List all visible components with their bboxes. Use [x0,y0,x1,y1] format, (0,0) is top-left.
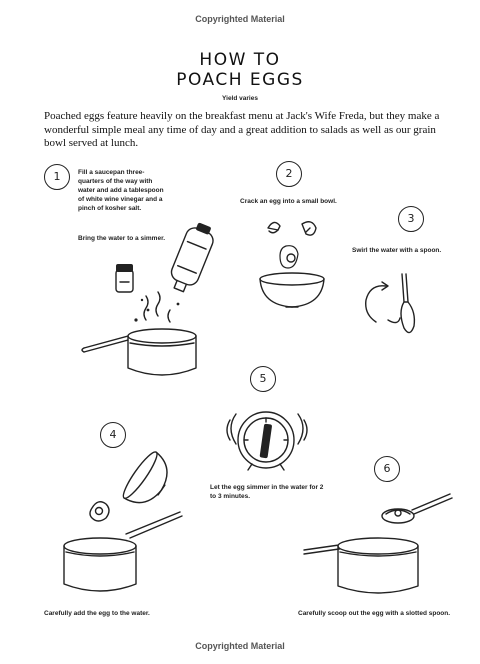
copyright-bottom: Copyrighted Material [195,641,285,651]
egg-icon [89,501,110,522]
poached-egg-icon [385,509,411,517]
step-4-text: Carefully add the egg to the water. [44,610,150,617]
saucepan-icon [63,511,183,592]
step-5-number: 5 [250,366,276,392]
step-4-number: 4 [100,422,126,448]
saucepan-icon [303,537,419,594]
cracked-egg-icon [267,221,317,269]
slotted-spoon-icon [381,493,453,524]
swirl-arrow-icon [365,281,401,324]
steam-icon [134,291,180,323]
step-6-text: Carefully scoop out the egg with a slott… [298,610,451,617]
small-bowl-icon [259,272,325,308]
step-1-text-2: Bring the water to a simmer. [78,235,166,242]
step-5-text: Let the egg simmer in the water for 2 to… [210,484,324,500]
step-1-text: Fill a saucepan three-quarters of the wa… [78,169,164,212]
salt-shaker-icon [115,264,134,293]
small-bowl-icon [122,451,168,504]
recipe-title-line2: POACH EGGS [176,70,304,90]
recipe-title-line1: HOW TO [199,50,281,70]
step-6-number: 6 [374,456,400,482]
step-2-number: 2 [276,161,302,187]
step-3-text: Swirl the water with a spoon. [352,247,442,254]
copyright-top: Copyrighted Material [195,14,285,24]
saucepan-icon [81,328,197,376]
vinegar-bottle-icon [170,222,214,293]
step-3-number: 3 [398,206,424,232]
step-1-number: 1 [44,164,70,190]
kitchen-timer-icon [226,411,308,471]
step-2-text: Crack an egg into a small bowl. [240,198,337,205]
spoon-icon [400,273,416,334]
recipe-intro: Poached eggs feature heavily on the brea… [44,110,440,149]
recipe-yield: Yield varies [222,95,258,102]
